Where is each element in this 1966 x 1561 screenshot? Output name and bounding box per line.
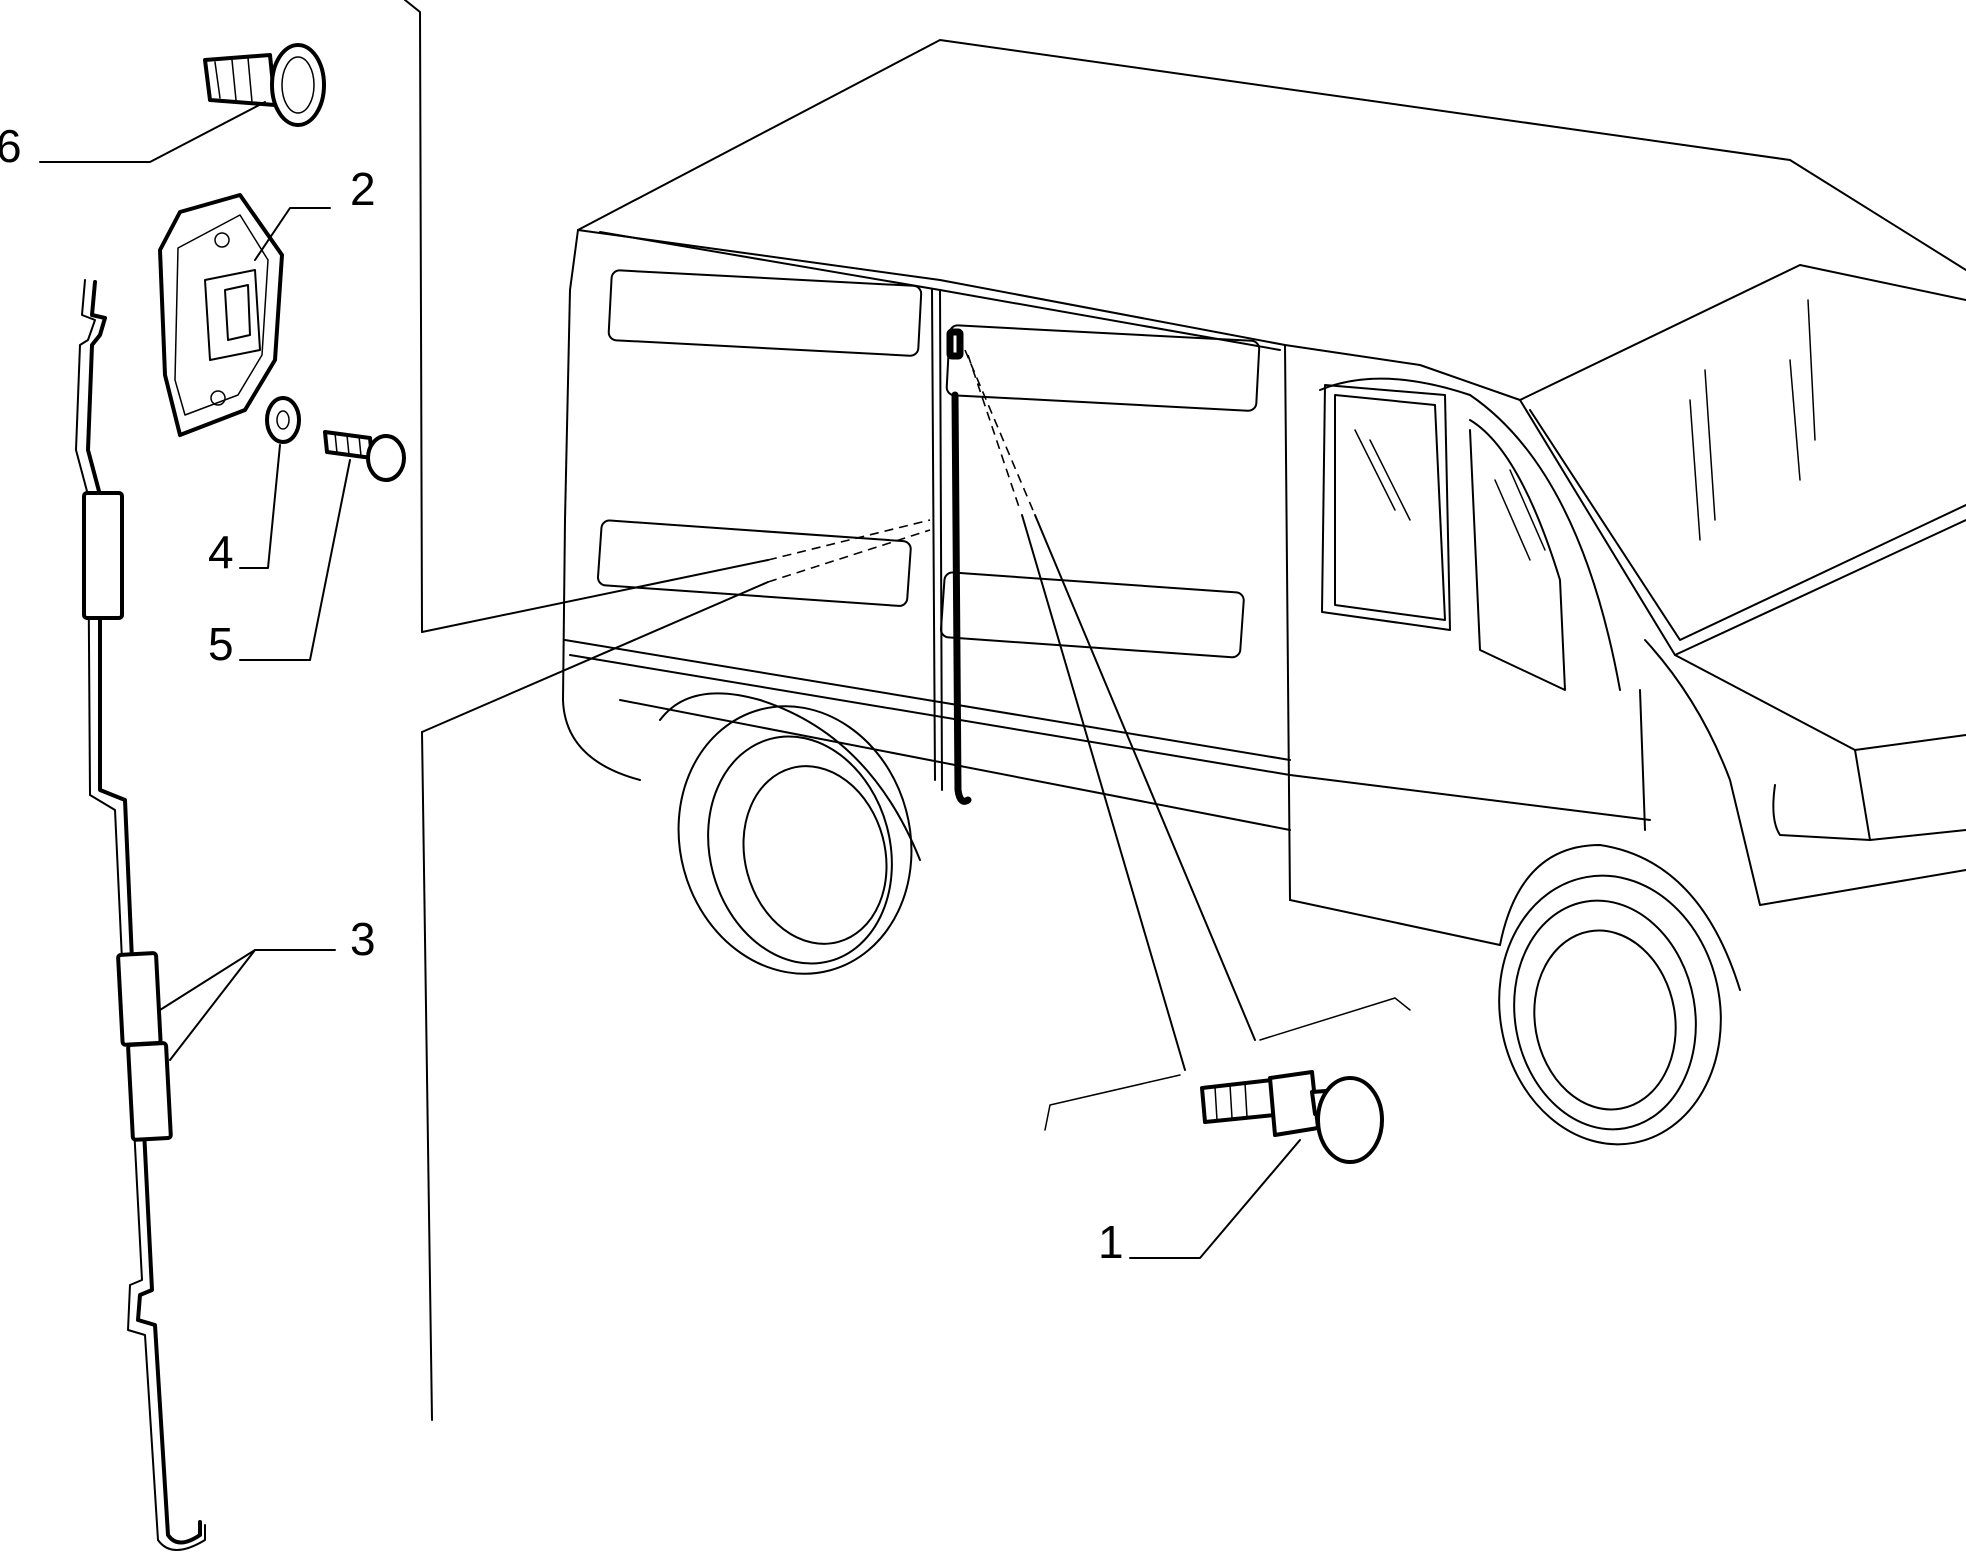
striker-pin-part [1200, 1070, 1384, 1164]
callout-number-1: 1 [1098, 1216, 1124, 1268]
callout-number-4: 4 [208, 526, 234, 578]
callout-number-5: 5 [208, 618, 234, 670]
leader-line-2 [254, 207, 331, 261]
projection-dash-rod [767, 519, 931, 583]
callout-number-6: 6 [0, 120, 22, 172]
leader-line-4 [239, 444, 281, 569]
leader-line-6 [39, 101, 266, 163]
projection-dash-striker [964, 349, 1036, 516]
striker-plate-part [158, 193, 284, 437]
van-illustration [562, 39, 1966, 1146]
screw-part [323, 430, 406, 482]
leader-line-5 [239, 459, 351, 661]
panel-divider-line [404, 0, 433, 1421]
door-lock-rod-part [75, 279, 206, 1551]
projection-line-striker [1021, 514, 1256, 1071]
projection-line-rod [421, 559, 769, 733]
washer-part [265, 396, 301, 444]
push-clip-part [203, 43, 326, 127]
leader-line-3 [159, 949, 336, 1061]
callout-number-3: 3 [350, 913, 376, 965]
callout-number-2: 2 [350, 163, 376, 215]
leader-line-1 [1129, 1139, 1301, 1259]
